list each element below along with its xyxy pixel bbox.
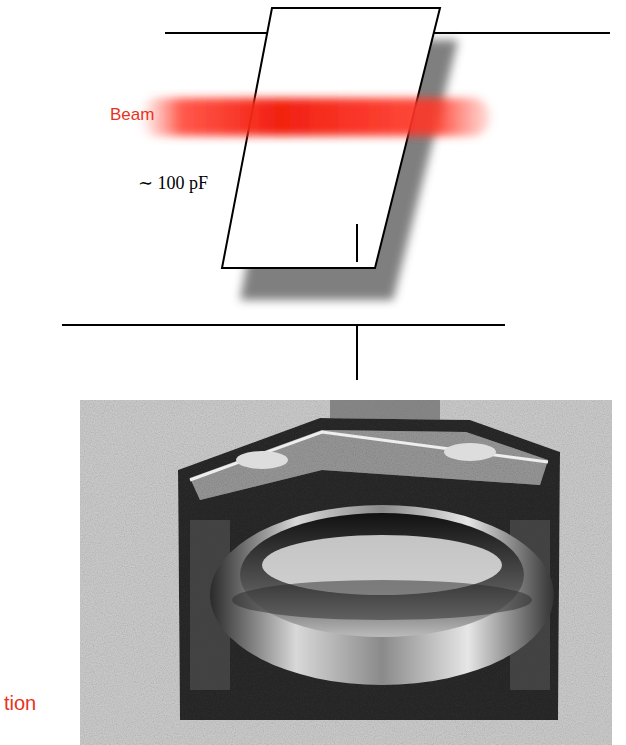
capacitance-label: ∼ 100 pF [136,174,210,194]
capacitor-plate [222,8,440,268]
pickup-photo [80,400,612,745]
wire [356,325,358,380]
caption-fragment: tion [2,692,38,714]
capacitor-plate [62,324,505,326]
wire [356,224,358,262]
beam-bar [140,98,490,136]
beam-label: Beam [108,106,156,125]
